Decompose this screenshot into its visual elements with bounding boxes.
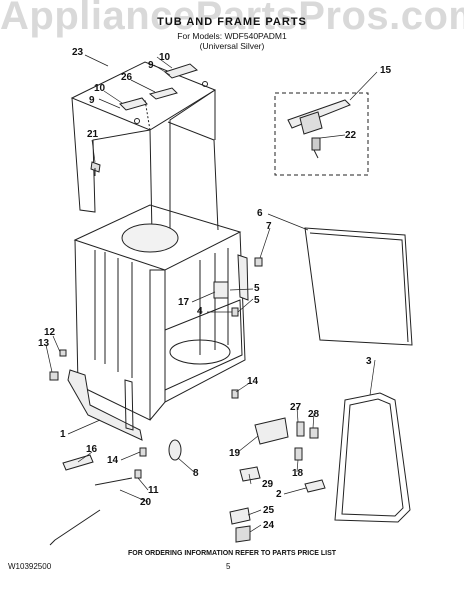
part-label: 22 xyxy=(345,130,357,141)
models-line: For Models: WDF540PADM1 xyxy=(177,31,287,41)
part-label: 11 xyxy=(148,485,159,496)
part-label: 19 xyxy=(229,448,241,459)
ordering-note: FOR ORDERING INFORMATION REFER TO PARTS … xyxy=(127,550,337,557)
part-label: 23 xyxy=(72,47,84,58)
part-label: 14 xyxy=(107,455,119,466)
part-label: 1 xyxy=(60,429,66,440)
part-label: 21 xyxy=(87,129,99,140)
part-label: 17 xyxy=(178,297,190,308)
part-label: 9 xyxy=(89,95,95,106)
part-label: 18 xyxy=(292,468,304,479)
inset-box xyxy=(274,92,369,176)
part-label: 6 xyxy=(257,208,263,219)
part-label: 10 xyxy=(159,52,171,63)
part-label: 15 xyxy=(380,65,392,76)
part-label: 3 xyxy=(366,356,372,367)
door-gasket-drawing xyxy=(304,227,413,346)
tub-body-drawing xyxy=(67,204,249,441)
page-title: TUB AND FRAME PARTS xyxy=(157,16,307,28)
part-label: 14 xyxy=(247,376,259,387)
part-label: 26 xyxy=(121,72,133,83)
part-label: 5 xyxy=(254,283,260,294)
color-line: (Universal Silver) xyxy=(199,41,265,51)
screw-drawing xyxy=(90,161,101,176)
part-label: 27 xyxy=(290,402,302,413)
part-label: 24 xyxy=(263,520,275,531)
document-id: W10392500 xyxy=(8,562,52,571)
tub-strap-drawing xyxy=(334,392,411,523)
leader-lines xyxy=(45,54,378,533)
part-label: 25 xyxy=(263,505,275,516)
part-label: 29 xyxy=(262,479,274,490)
page-number: 5 xyxy=(226,562,231,571)
top-bracket-drawing xyxy=(119,63,208,124)
part-label: 5 xyxy=(254,295,260,306)
part-label: 7 xyxy=(266,221,272,232)
part-label: 8 xyxy=(193,468,199,479)
part-label: 28 xyxy=(308,409,320,420)
part-label: 2 xyxy=(276,489,282,500)
watermark: AppliancePartsPros.com xyxy=(0,0,464,38)
part-label: 13 xyxy=(38,338,50,349)
part-label: 12 xyxy=(44,327,56,338)
lower-small-parts-drawing xyxy=(49,257,326,546)
part-label: 10 xyxy=(94,83,106,94)
part-label: 20 xyxy=(140,497,152,508)
part-label: 16 xyxy=(86,444,98,455)
part-label: 4 xyxy=(197,306,203,317)
part-label: 9 xyxy=(148,60,154,71)
